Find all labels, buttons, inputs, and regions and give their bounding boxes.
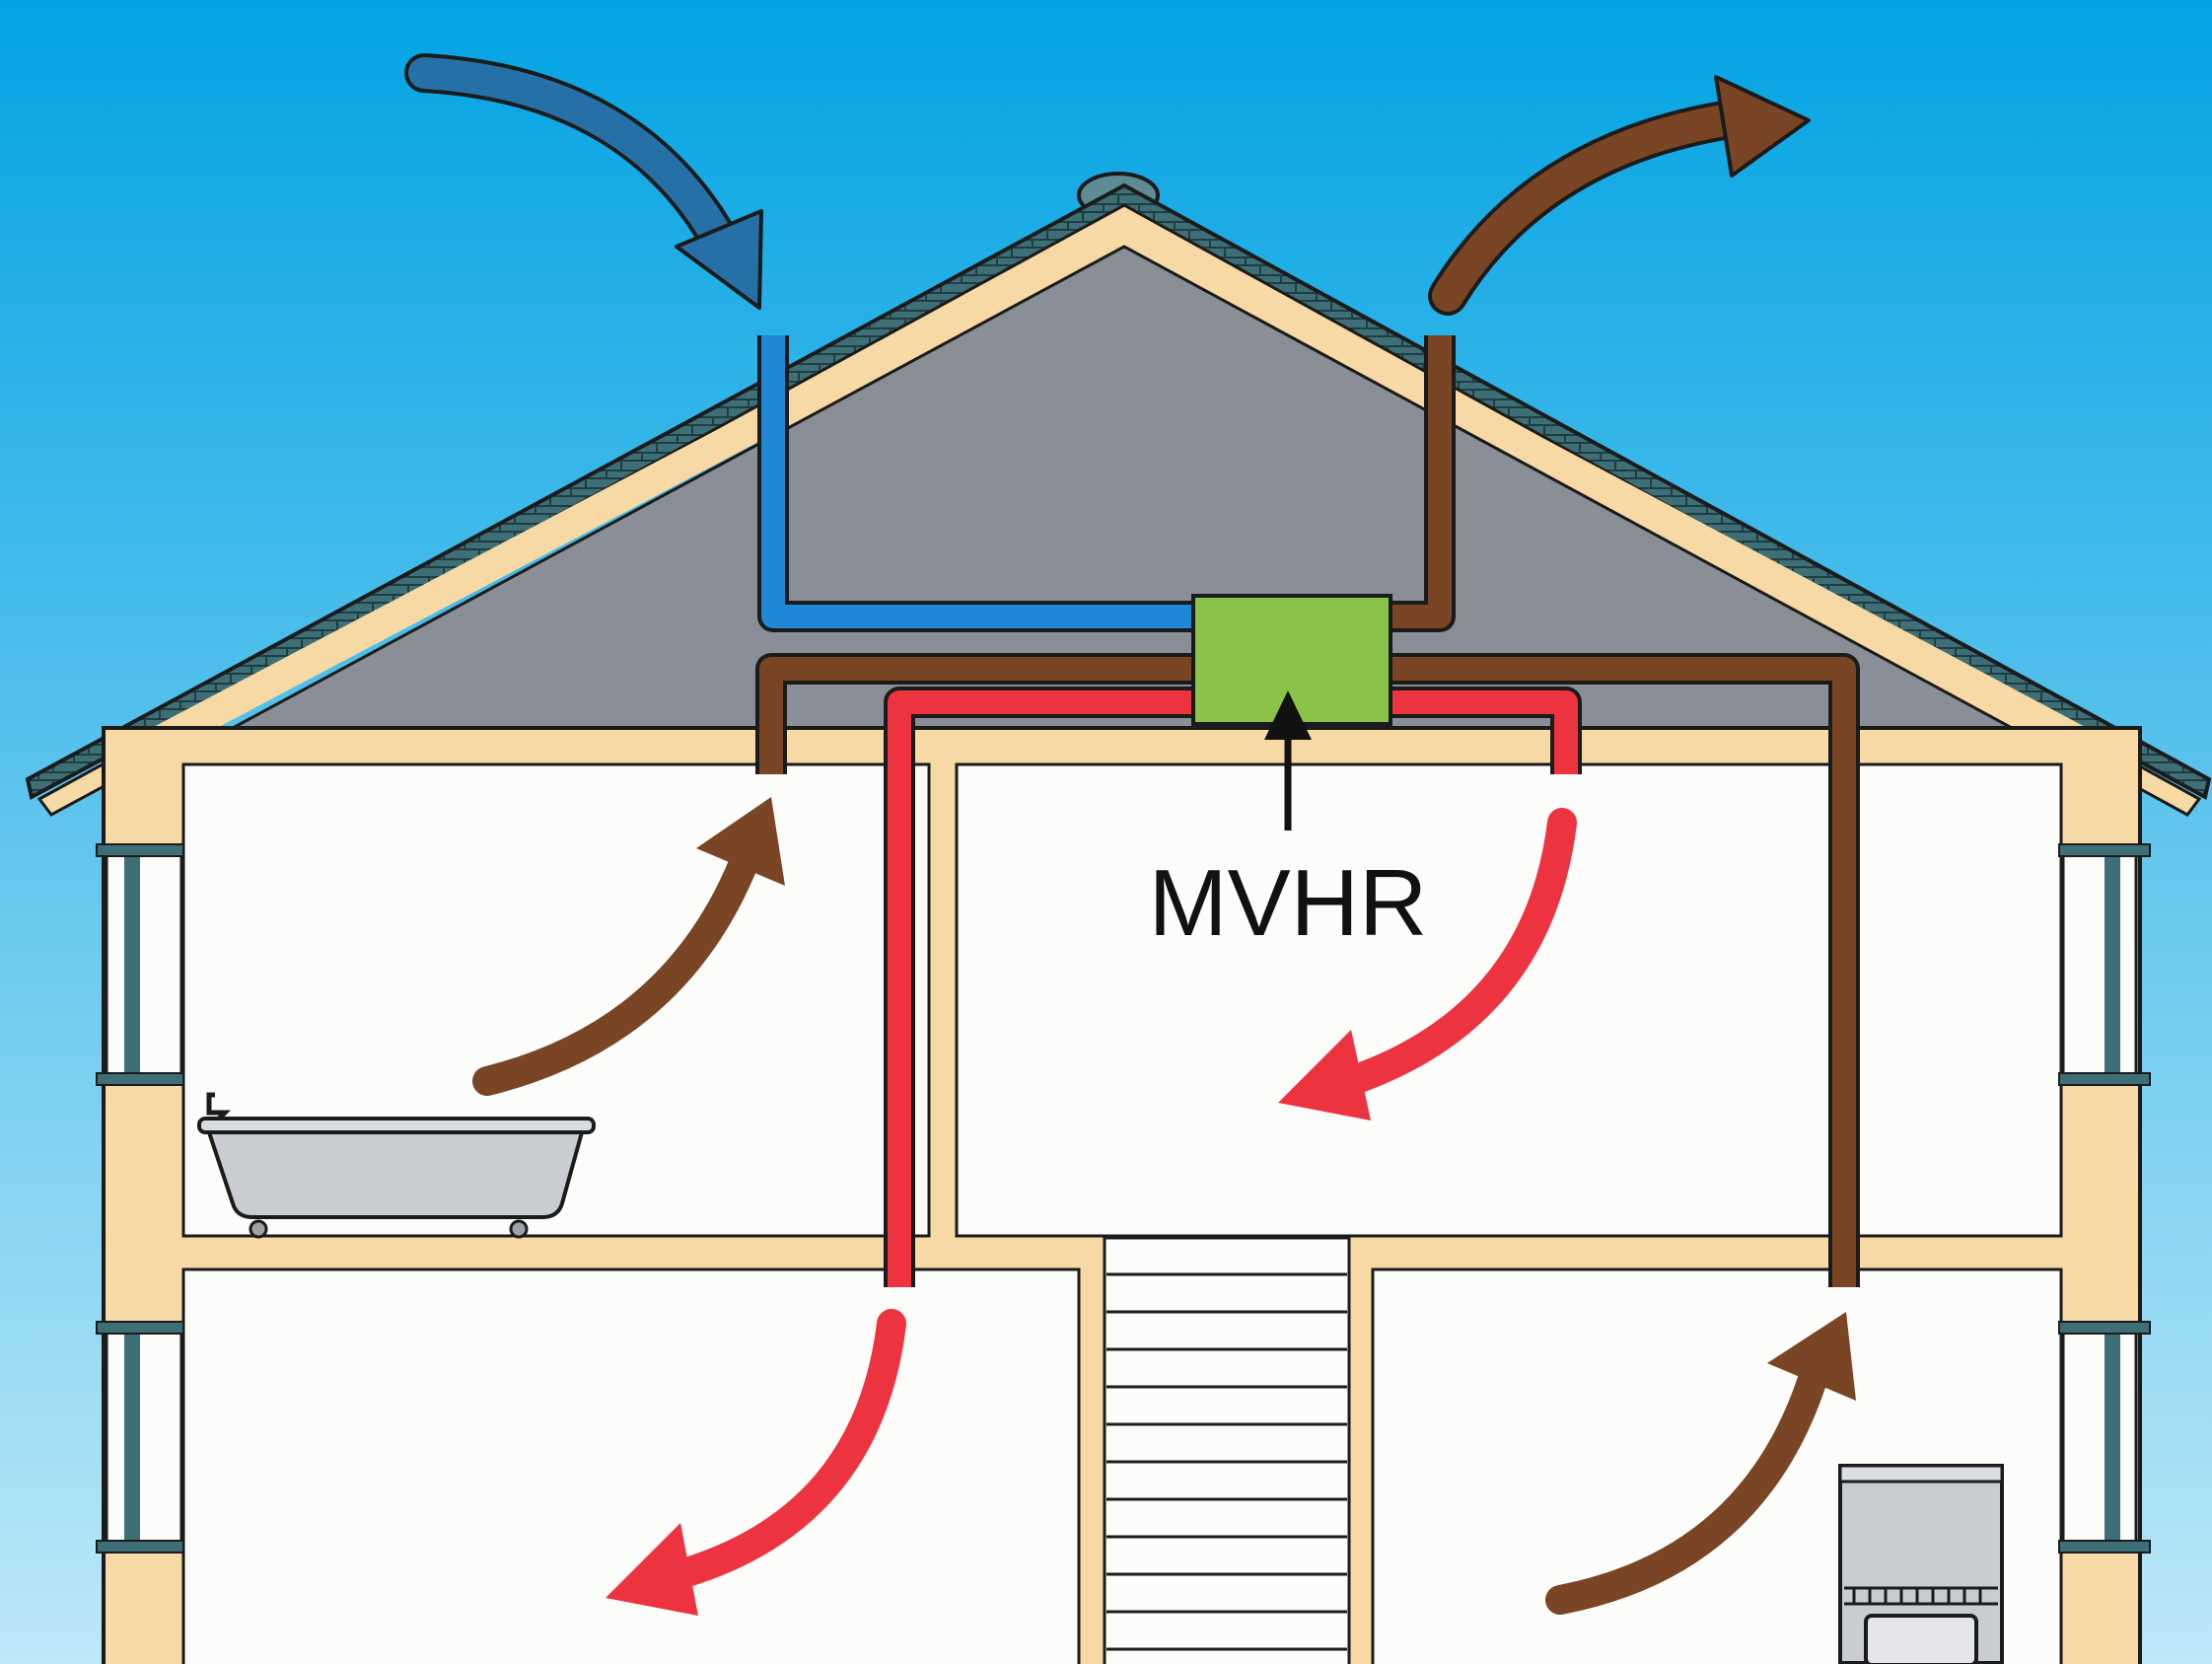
window-left-lower (96, 1321, 184, 1554)
oven-icon (1838, 1464, 2004, 1664)
exhaust-outlet-arrow (1428, 75, 1811, 316)
mvhr-label: MVHR (1149, 850, 1428, 956)
mvhr-pointer-arrowhead (1264, 690, 1312, 740)
room-living (181, 1267, 1081, 1664)
room-bedroom (955, 762, 2063, 1238)
living-supply-arrow (606, 1309, 906, 1616)
roof-frame (36, 203, 2202, 817)
window-right-lower (2058, 1321, 2151, 1554)
fresh-air-intake-arrow (404, 53, 763, 310)
window-right-upper (2058, 843, 2151, 1086)
bathtub-icon (197, 1092, 596, 1239)
window-left-upper (96, 843, 184, 1086)
staircase-icon (1103, 1236, 1351, 1664)
bedroom-supply-arrow (1278, 808, 1577, 1121)
roof-tiles (25, 182, 2212, 801)
bathroom-extract-arrow (472, 797, 785, 1096)
kitchen-extract-arrow (1545, 1312, 1856, 1615)
